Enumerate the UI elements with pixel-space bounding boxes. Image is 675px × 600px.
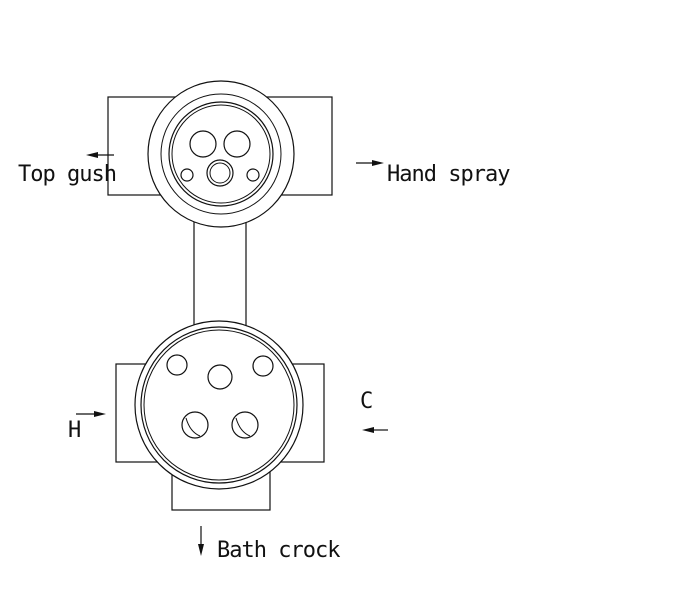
top-gush-arrow xyxy=(86,152,114,158)
upper-cap-outer xyxy=(147,80,295,228)
lower-body-ring-inner xyxy=(143,329,295,481)
upper-screw-left xyxy=(180,168,194,182)
upper-diverter xyxy=(107,80,333,328)
cold-inlet-arrow xyxy=(362,427,388,433)
lower-mixer xyxy=(115,320,325,511)
hand-spray-label: Hand spray xyxy=(387,162,510,187)
hot-label: H xyxy=(68,418,80,443)
lower-port-left-detail xyxy=(185,417,201,437)
lower-port-top-right xyxy=(252,355,274,377)
lower-port-bottom-right xyxy=(231,411,259,439)
upper-port-bottom xyxy=(206,159,234,187)
lower-port-top-center xyxy=(207,364,233,390)
cold-label: C xyxy=(360,389,372,414)
hot-inlet-arrow xyxy=(76,411,106,417)
lower-port-bottom-left xyxy=(181,411,209,439)
upper-cap-ring xyxy=(160,93,282,215)
lower-port-top-left xyxy=(166,354,188,376)
upper-port-left xyxy=(189,130,217,158)
top-gush-label: Top gush xyxy=(18,162,116,187)
upper-cap-face xyxy=(168,101,274,207)
lower-body-outer xyxy=(134,320,304,490)
upper-screw-right xyxy=(246,168,260,182)
upper-port-bottom-inner xyxy=(209,162,231,184)
lower-port-right-detail xyxy=(235,417,251,437)
connecting-pipe xyxy=(193,212,247,328)
bath-crock-label: Bath crock xyxy=(217,538,340,563)
hand-spray-arrow xyxy=(356,160,384,166)
bath-crock-arrow xyxy=(198,526,204,556)
upper-cap-face-inner xyxy=(171,104,271,204)
upper-port-right xyxy=(223,130,251,158)
lower-body-ring xyxy=(140,326,298,484)
